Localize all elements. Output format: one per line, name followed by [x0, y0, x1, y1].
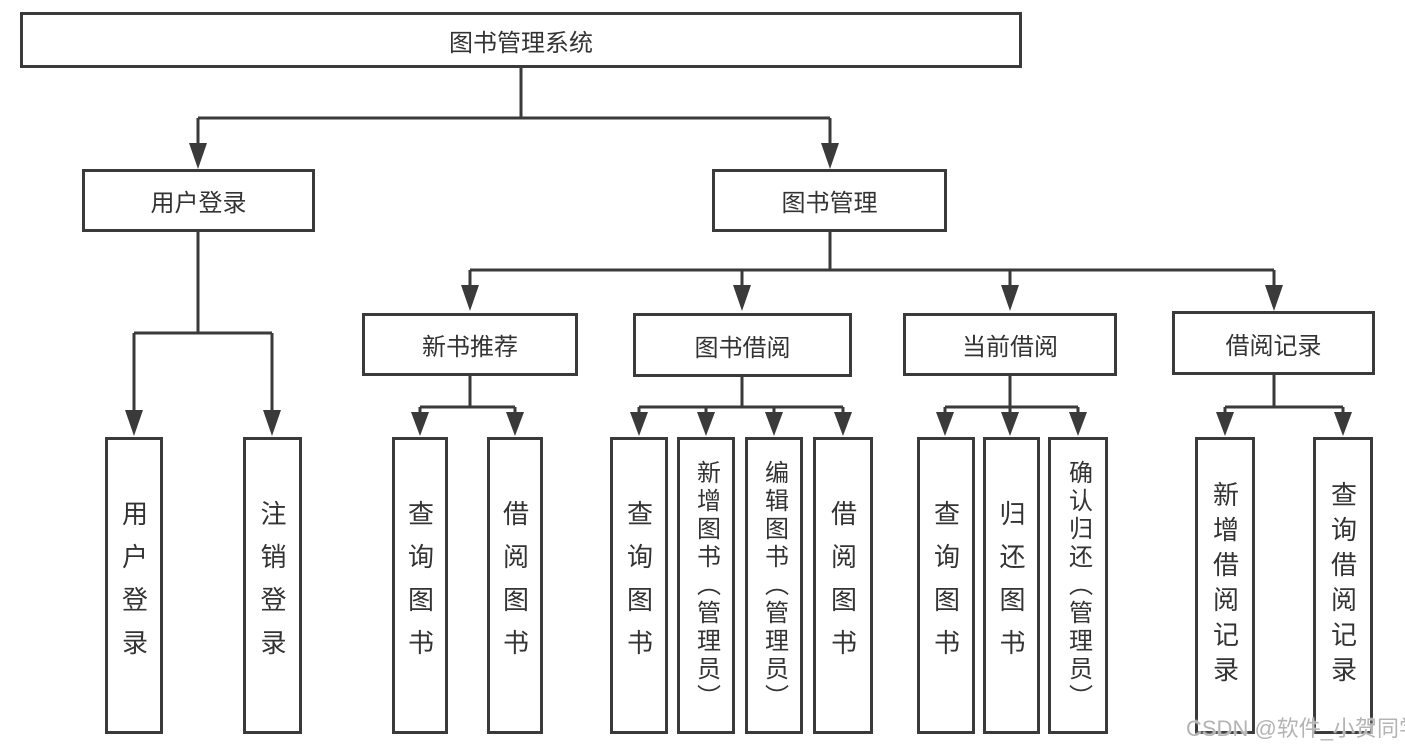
node-borrowing-records: 借阅记录 — [1172, 311, 1375, 375]
node-label: 用户登录 — [118, 499, 149, 672]
node-new-book-recommend: 新书推荐 — [362, 313, 578, 376]
leaf-borrow-books-recommend: 借阅图书 — [487, 437, 543, 734]
node-label: 归还图书 — [996, 499, 1026, 672]
leaf-logout: 注销登录 — [243, 437, 302, 734]
leaf-query-books-current: 查询图书 — [917, 437, 975, 734]
node-user-login: 用户登录 — [82, 169, 315, 232]
node-label: 借阅图书 — [499, 499, 530, 672]
node-label: 查询图书 — [623, 499, 654, 672]
node-label: 图书管理系统 — [449, 29, 593, 57]
node-label: 借阅图书 — [827, 499, 858, 672]
node-label: 查询图书 — [404, 499, 435, 672]
leaf-add-borrow-record: 新增借阅记录 — [1195, 437, 1255, 734]
node-label: 当前借阅 — [962, 334, 1058, 361]
node-label: 新增借阅记录 — [1209, 480, 1240, 691]
leaf-borrow-books: 借阅图书 — [813, 437, 873, 734]
leaf-return-books: 归还图书 — [983, 437, 1040, 734]
leaf-edit-books-admin: 编辑图书（管理员） — [745, 437, 803, 734]
node-library-management-system: 图书管理系统 — [20, 12, 1022, 68]
node-label: 新书推荐 — [422, 334, 518, 361]
node-label: 用户登录 — [150, 190, 247, 217]
node-label: 新增图书（管理员） — [692, 459, 720, 712]
node-label: 查询借阅记录 — [1327, 480, 1358, 691]
node-current-borrowing: 当前借阅 — [903, 313, 1117, 376]
csdn-watermark: CSDN @软件_小贺同学 — [1186, 716, 1405, 741]
leaf-user-login: 用户登录 — [105, 437, 163, 734]
leaf-confirm-return-admin: 确认归还（管理员） — [1048, 437, 1108, 734]
leaf-query-books-borrowing: 查询图书 — [610, 437, 668, 734]
leaf-query-borrow-record: 查询借阅记录 — [1313, 437, 1373, 734]
node-label: 借阅记录 — [1225, 332, 1322, 360]
node-book-management: 图书管理 — [712, 169, 947, 232]
node-book-borrowing: 图书借阅 — [633, 313, 852, 377]
node-label: 注销登录 — [257, 499, 287, 672]
node-label: 图书借阅 — [694, 334, 791, 362]
node-label: 图书管理 — [781, 190, 878, 217]
leaf-add-books-admin: 新增图书（管理员） — [677, 437, 735, 734]
leaf-query-books-recommend: 查询图书 — [392, 437, 448, 734]
node-label: 确认归还（管理员） — [1064, 459, 1092, 712]
node-label: 查询图书 — [930, 499, 961, 672]
node-label: 编辑图书（管理员） — [760, 459, 788, 712]
